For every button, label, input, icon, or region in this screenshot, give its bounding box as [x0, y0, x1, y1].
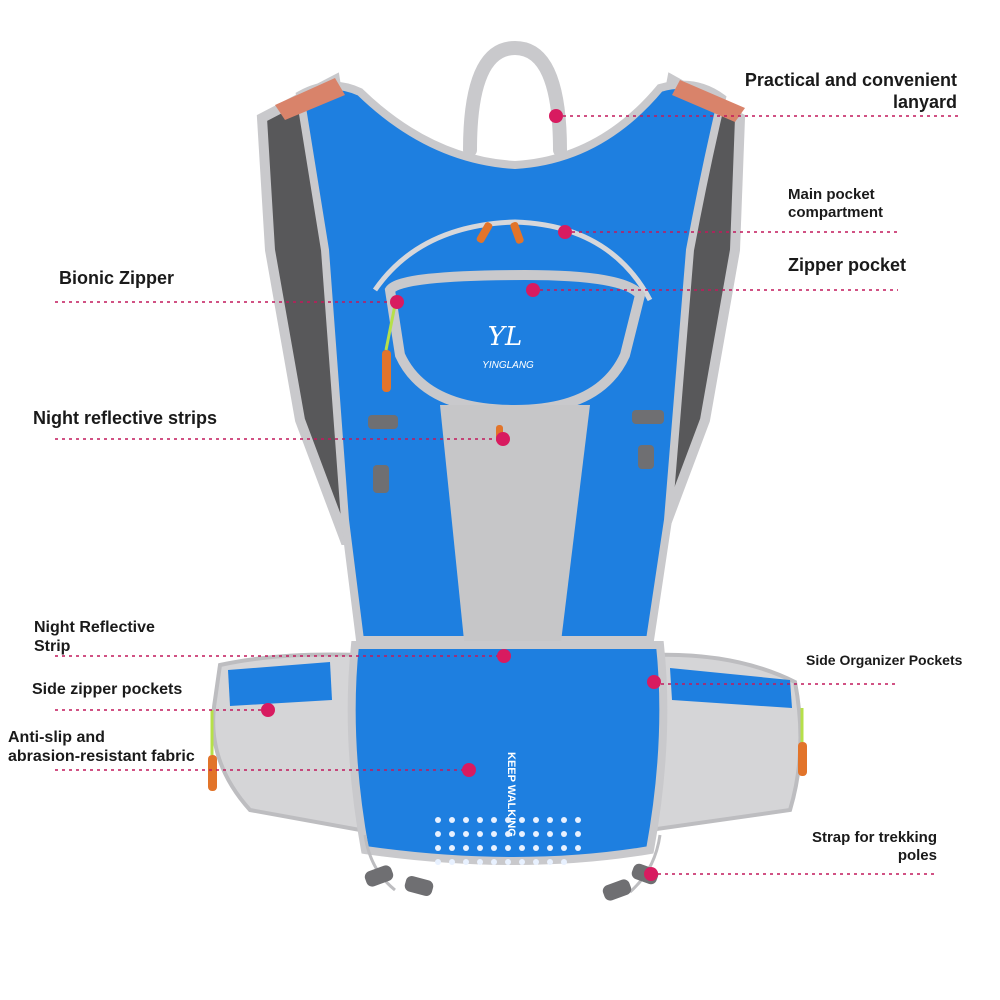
left-cord-lock-1 [364, 865, 394, 887]
right-cord-lock-1 [602, 879, 632, 901]
dot-night-strip [497, 649, 511, 663]
dot-night-strips [496, 432, 510, 446]
label-night-reflective-strip: Night Reflective Strip [34, 618, 155, 656]
label-night-reflective-strips: Night reflective strips [33, 408, 218, 428]
left-trekking-cord [363, 834, 396, 892]
zipper-pull-top-2 [510, 221, 524, 244]
label-trekking-line2: poles [897, 847, 937, 864]
dot-bionic-zipper [390, 295, 404, 309]
label-anti-slip-line2: abrasion-resistant fabric [8, 748, 195, 766]
right-reflective-top [672, 80, 745, 122]
label-main-pocket-line1: Main pocket [788, 186, 875, 203]
center-reflective-panel [440, 405, 590, 650]
left-hip-zipper-pull [208, 755, 217, 791]
right-hip-zipper-pull [798, 742, 807, 776]
left-cord-lock-2 [404, 875, 434, 897]
brand-logo-mark: YL [488, 322, 522, 352]
label-lanyard: Practical and convenient lanyard [745, 70, 957, 113]
label-side-zipper: Side zipper pockets [32, 681, 183, 698]
dot-anti-slip [462, 763, 476, 777]
label-trekking-strap: Strap for trekking poles [812, 829, 937, 865]
label-anti-slip: Anti-slip and abrasion-resistant fabric [8, 728, 195, 766]
label-side-organizer: Side Organizer Pockets [806, 652, 963, 668]
label-lanyard-line1: Practical and convenient [744, 70, 957, 90]
label-main-pocket: Main pocket compartment [788, 186, 883, 222]
left-buckle-1 [368, 415, 398, 429]
callout-leaders [55, 115, 958, 875]
callout-dots [261, 109, 661, 881]
label-night-reflective-strip-line1: Night Reflective [34, 619, 155, 636]
dot-lanyard [549, 109, 563, 123]
brand-logo-text: YINGLANG [482, 360, 534, 371]
top-handle [463, 40, 567, 157]
dot-side-zipper [261, 703, 275, 717]
front-zipper-pocket [384, 269, 646, 416]
left-reflective-top [275, 78, 345, 120]
right-trekking-cord [629, 834, 662, 894]
label-night-reflective-strip-line2: Strip [34, 638, 71, 656]
dot-zipper-pocket [526, 283, 540, 297]
left-hip-pocket [228, 662, 332, 706]
zipper-pull-left [382, 350, 391, 392]
reflective-dot-grid [435, 817, 581, 865]
zipper-pull-top [476, 222, 493, 244]
dot-side-organizer [647, 675, 661, 689]
label-trekking-line1: Strap for trekking [811, 829, 937, 846]
label-main-pocket-line2: compartment [788, 204, 884, 221]
panel-print: KEEP WALKING [505, 752, 517, 837]
label-lanyard-line2: lanyard [892, 91, 957, 112]
dot-trekking [644, 867, 658, 881]
label-anti-slip-line1: Anti-slip and [8, 729, 105, 746]
left-buckle-2 [373, 465, 389, 493]
right-buckle-2 [638, 445, 654, 469]
label-zipper-pocket: Zipper pocket [788, 255, 907, 275]
label-bionic-zipper: Bionic Zipper [59, 268, 175, 288]
dot-main-pocket [558, 225, 572, 239]
right-hip-pocket [670, 668, 792, 708]
right-buckle-1 [632, 410, 664, 424]
